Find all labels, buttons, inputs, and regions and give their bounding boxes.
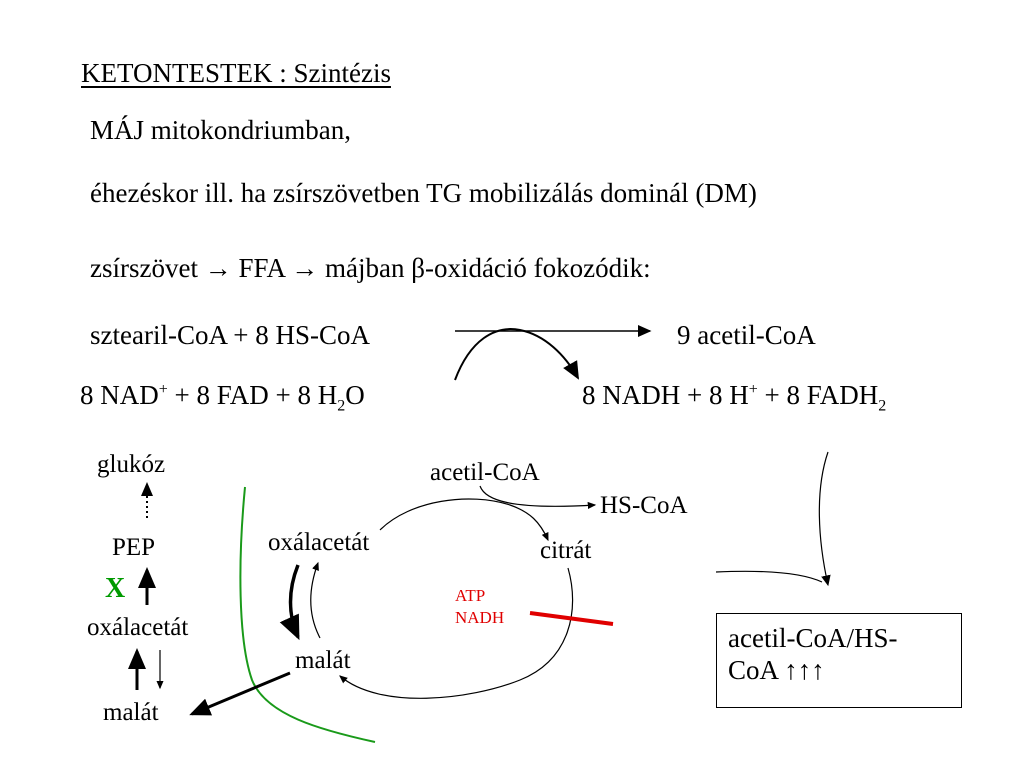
malate-transport-arrow bbox=[189, 671, 291, 716]
nadh-to-box-arrow bbox=[818, 451, 831, 587]
cytosol-oxaloacetate: oxálacetát bbox=[87, 614, 189, 641]
block-mark: X bbox=[105, 573, 126, 604]
beta-oxidation-line: zsírszövet → FFA → májban β-oxidáció fok… bbox=[90, 253, 651, 283]
result-box-line1: acetil-CoA/HS- bbox=[728, 623, 898, 653]
glucose-label: glukóz bbox=[97, 451, 166, 478]
oaa-to-citrate-arrow bbox=[379, 498, 549, 542]
cycle-hs-coa: HS-CoA bbox=[600, 492, 688, 519]
inhibition-bar bbox=[529, 611, 614, 626]
result-box bbox=[716, 613, 962, 708]
cycle-malate: malát bbox=[295, 647, 351, 674]
hscoa-to-box-line bbox=[715, 570, 823, 583]
reaction-cofactor-out: 8 NADH + 8 H+ + 8 FADH2 bbox=[582, 380, 887, 415]
cycle-malate-to-oaa bbox=[310, 561, 321, 639]
page-title: KETONTESTEK : Szintézis bbox=[81, 58, 391, 88]
citrate-to-malate-arrow bbox=[339, 567, 574, 699]
acetyl-to-hscoa-arrow bbox=[479, 485, 597, 510]
inhibitor-atp: ATP bbox=[455, 586, 486, 605]
mitochondrial-membrane bbox=[239, 486, 376, 743]
pep-label: PEP bbox=[112, 534, 156, 561]
liver-line: MÁJ mitokondriumban, bbox=[90, 115, 351, 145]
fasting-line: éhezéskor ill. ha zsírszövetben TG mobil… bbox=[90, 178, 757, 208]
result-box-line2: CoA ↑↑↑ bbox=[728, 655, 825, 686]
reaction-substrate: sztearil-CoA + 8 HS-CoA bbox=[90, 320, 370, 350]
result-box-text: acetil-CoA/HS- CoA ↑↑↑ bbox=[728, 622, 897, 687]
cycle-oxaloacetate: oxálacetát bbox=[268, 529, 370, 556]
cycle-acetyl-coa: acetil-CoA bbox=[430, 459, 540, 486]
cytosol-malate: malát bbox=[103, 699, 159, 726]
reaction-cofactor-in: 8 NAD+ + 8 FAD + 8 H2O bbox=[80, 380, 365, 415]
cofactor-arrow bbox=[454, 328, 579, 381]
reaction-product: 9 acetil-CoA bbox=[677, 320, 816, 350]
cycle-citrate: citrát bbox=[540, 537, 592, 564]
cycle-oaa-to-malate bbox=[279, 564, 300, 641]
inhibitor-nadh: NADH bbox=[455, 608, 505, 627]
